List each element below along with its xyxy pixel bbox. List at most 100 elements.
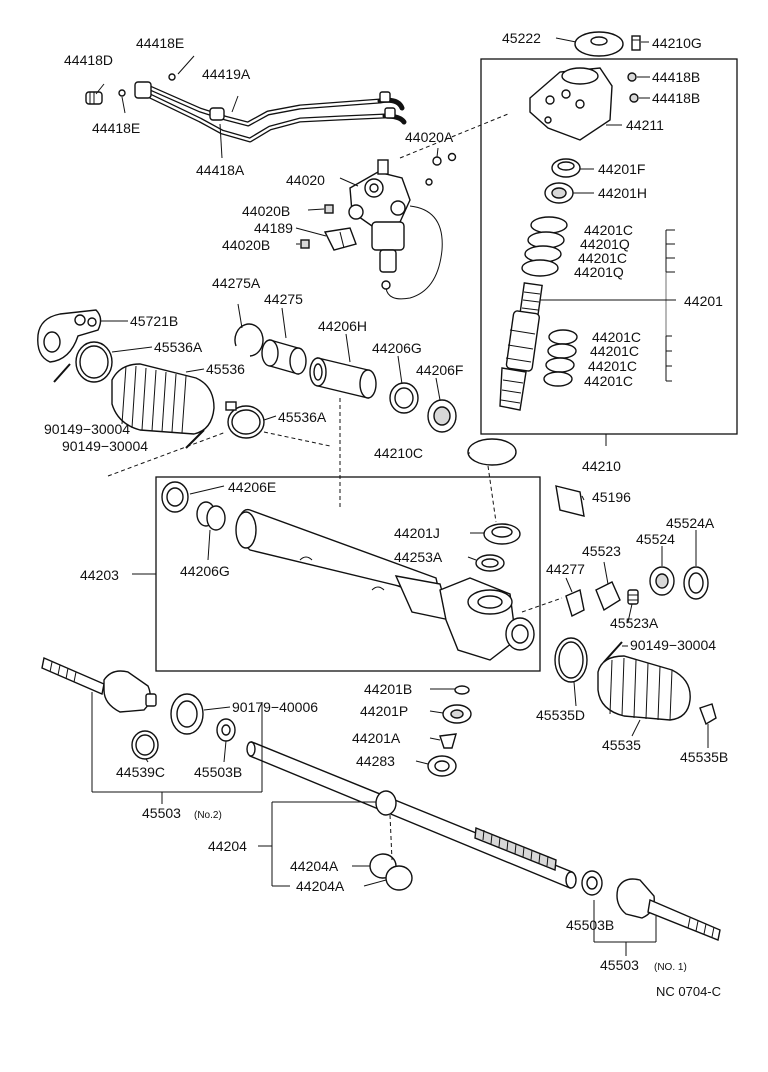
part-45524-adjusting-screw	[649, 566, 675, 596]
label-90149-30004-3: 90149−30004	[630, 637, 716, 653]
part-44020B-bolt-1	[324, 204, 334, 214]
control-valve-44020	[348, 159, 443, 300]
part-44210C-gasket	[467, 438, 517, 466]
label-44206H: 44206H	[318, 318, 367, 334]
label-44210G: 44210G	[652, 35, 702, 51]
part-45196-plate	[555, 485, 585, 517]
part-90179-40006-nut	[170, 693, 204, 735]
label-45523A: 45523A	[610, 615, 659, 631]
label-90149-30004-2: 90149−30004	[62, 438, 148, 454]
part-44189-bracket	[323, 227, 357, 251]
label-45503-no2: 45503	[142, 805, 181, 821]
label-44201B: 44201B	[364, 681, 412, 697]
part-44201P-bearing	[442, 704, 472, 724]
part-44201A-bearing	[439, 733, 457, 749]
label-44210: 44210	[582, 458, 621, 474]
part-44210G-bolt	[631, 35, 641, 51]
label-44201P: 44201P	[360, 703, 408, 719]
tie-rod-end-no1	[616, 878, 721, 941]
part-44201H-bearing	[544, 182, 574, 204]
part-45536A-clamp-1	[75, 341, 113, 383]
part-45535B-clip	[699, 703, 717, 726]
label-44283: 44283	[356, 753, 395, 769]
label-44204: 44204	[208, 838, 247, 854]
label-44201C-1: 44201C	[584, 222, 633, 238]
label-44275A: 44275A	[212, 275, 261, 291]
label-44253A: 44253A	[394, 549, 443, 565]
part-44201-pinion-valve	[499, 282, 543, 411]
leader-lines	[91, 37, 709, 956]
label-44206E: 44206E	[228, 479, 276, 495]
label-44201F: 44201F	[598, 161, 645, 177]
part-90149-clip-2	[185, 429, 205, 449]
label-44020: 44020	[286, 172, 325, 188]
part-44206G-ring	[389, 382, 419, 414]
part-45535D-clamp	[554, 637, 588, 683]
part-45536A-clamp-2	[225, 401, 265, 439]
part-44206F-seal	[427, 399, 457, 433]
label-45536A-2: 45536A	[278, 409, 327, 425]
part-44418E-washer-left	[118, 89, 126, 97]
label-44201A: 44201A	[352, 730, 401, 746]
part-45535-boot	[597, 655, 691, 721]
label-44201Q-2: 44201Q	[574, 264, 624, 280]
part-90149-clip-3	[603, 641, 623, 663]
label-44418A: 44418A	[196, 162, 245, 178]
part-44418D	[85, 91, 103, 105]
label-44418D: 44418D	[64, 52, 113, 68]
label-44203: 44203	[80, 567, 119, 583]
label-44210C: 44210C	[374, 445, 423, 461]
part-44253A-washer	[475, 554, 505, 572]
label-44275: 44275	[264, 291, 303, 307]
part-44201B-ring	[454, 685, 470, 695]
seal-ring-stack-upper	[521, 216, 568, 277]
part-44020B-bolt-2	[300, 239, 310, 249]
part-45721B-bracket	[37, 309, 102, 363]
label-44206F: 44206F	[416, 362, 463, 378]
part-45524A-lock-nut	[683, 566, 709, 600]
box-44210-frame	[480, 58, 738, 435]
part-44277-rack-guide-spring-seat	[565, 589, 585, 617]
label-44201C-4: 44201C	[590, 343, 639, 359]
label-45536: 45536	[206, 361, 245, 377]
part-44201J-seal	[483, 523, 521, 545]
part-44275-bushing	[261, 339, 307, 375]
label-44418B-2: 44418B	[652, 90, 700, 106]
label-44201Q-1: 44201Q	[580, 236, 630, 252]
part-44206G-bushing	[196, 501, 226, 531]
drawing-code: NC 0704-C	[656, 984, 721, 999]
label-90179-40006: 90179−40006	[232, 699, 318, 715]
seal-ring-stack-lower	[543, 329, 578, 387]
label-44201J: 44201J	[394, 525, 440, 541]
part-44020A-oring-2	[447, 152, 457, 162]
part-45503B-washer-2	[581, 870, 603, 896]
label-44020A: 44020A	[405, 129, 454, 145]
label-90149-30004-1: 90149−30004	[44, 421, 130, 437]
label-45196: 45196	[592, 489, 631, 505]
label-44418E-top: 44418E	[136, 35, 184, 51]
label-44020B-2: 44020B	[222, 237, 270, 253]
pressure-tube-assembly	[134, 81, 407, 143]
part-44201F-seal	[551, 158, 581, 178]
label-44206G-1: 44206G	[372, 340, 422, 356]
label-44201: 44201	[684, 293, 723, 309]
label-45523: 45523	[582, 543, 621, 559]
part-44418B-1	[627, 72, 637, 82]
label-44020B-1: 44020B	[242, 203, 290, 219]
label-45524A: 45524A	[666, 515, 715, 531]
part-44418B-2	[629, 93, 639, 103]
part-44275A-snap-ring	[234, 323, 264, 357]
label-44204A-1: 44204A	[290, 858, 339, 874]
label-45535: 45535	[602, 737, 641, 753]
tie-rod-end-no2	[41, 657, 157, 713]
label-44418E-bottom: 44418E	[92, 120, 140, 136]
label-44201C-3: 44201C	[592, 329, 641, 345]
label-45535D: 45535D	[536, 707, 585, 723]
label-44277: 44277	[546, 561, 585, 577]
part-44206E-seal	[161, 481, 189, 513]
label-44201H: 44201H	[598, 185, 647, 201]
label-44189: 44189	[254, 220, 293, 236]
label-44418B-1: 44418B	[652, 69, 700, 85]
